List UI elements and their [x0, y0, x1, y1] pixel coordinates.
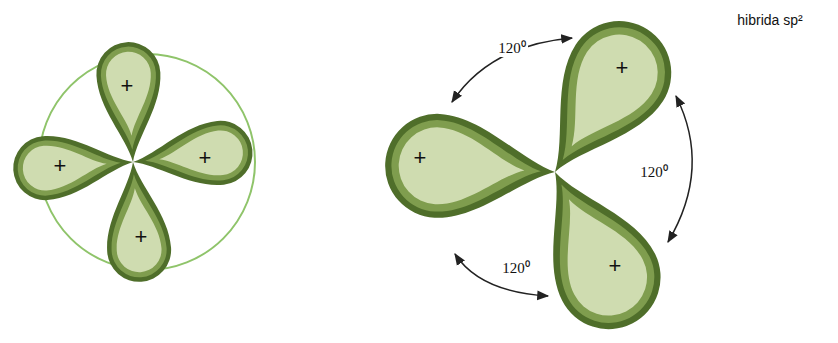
angle-label: 120⁰: [496, 40, 528, 57]
angle-arrows: [452, 38, 692, 296]
plus-sign: +: [199, 147, 212, 169]
plus-sign: +: [609, 255, 622, 277]
sp2-orbitals: [383, 1, 692, 343]
angle-label: 120⁰: [500, 260, 532, 277]
hybrid-title: hibrida sp²: [737, 13, 802, 27]
angle-label: 120⁰: [638, 164, 670, 181]
plus-sign: +: [135, 226, 148, 248]
p-orbitals: [11, 40, 256, 283]
plus-sign: +: [121, 75, 134, 97]
plus-sign: +: [54, 155, 67, 177]
plus-sign: +: [616, 57, 629, 79]
plus-sign: +: [414, 147, 427, 169]
